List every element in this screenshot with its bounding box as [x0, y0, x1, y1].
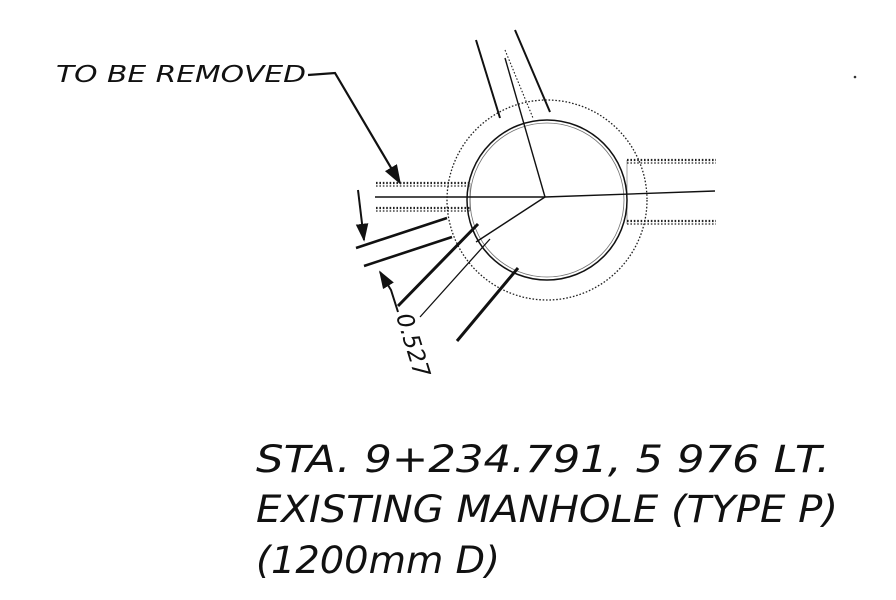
- pipe-north: [475, 29, 551, 119]
- manhole-inner-wall: [466, 119, 628, 281]
- manhole-inner-wall-offset: [469, 122, 625, 278]
- manhole-symbol: [375, 57, 716, 301]
- channel-southwest: [475, 196, 546, 243]
- manhole-type-note: EXISTING MANHOLE (TYPE P): [256, 488, 838, 531]
- dimension-extension-line-lower: [363, 235, 453, 268]
- channel-east: [544, 190, 716, 198]
- manhole-diameter-note: (1200mm D): [256, 539, 500, 582]
- station-note: STA. 9+234.791, 5 976 LT.: [256, 438, 830, 481]
- channel-north: [504, 57, 546, 198]
- pipe-west-to-be-removed: [376, 181, 471, 212]
- dimension-value: 0.527: [390, 310, 434, 381]
- callout-label: TO BE REMOVED: [56, 62, 306, 88]
- dimension-arrow-upper: [355, 189, 369, 242]
- callout-leader: [307, 71, 402, 185]
- dimension-leader: [379, 270, 399, 313]
- dimension-0527: 0.527: [355, 189, 453, 381]
- manhole-outer-ring: [446, 99, 648, 301]
- dimension-extension-line-upper: [355, 216, 448, 250]
- scan-speck: [853, 75, 857, 79]
- pipe-east: [626, 158, 716, 225]
- pipe-southwest: [396, 222, 520, 342]
